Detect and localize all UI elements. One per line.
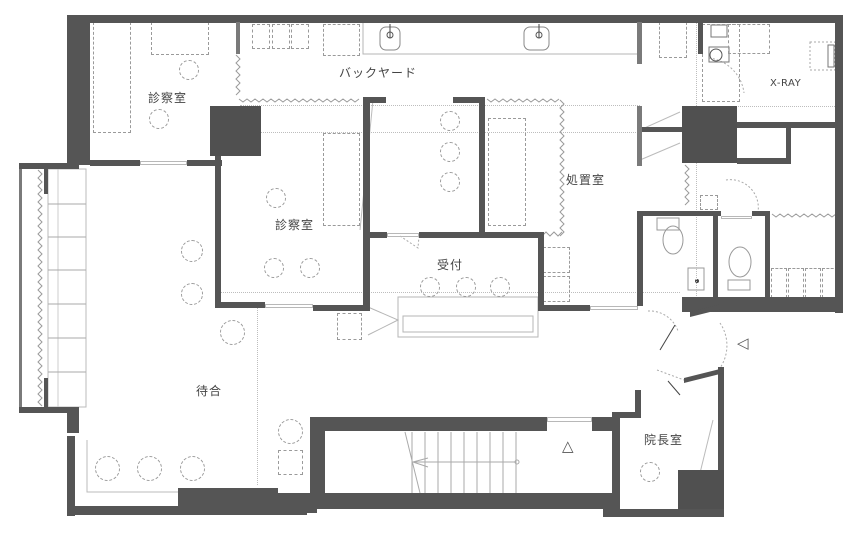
room-label-backyard: バックヤード bbox=[339, 66, 418, 80]
stool bbox=[179, 60, 199, 80]
stair-wall bbox=[310, 417, 547, 431]
room-label-exam2: 診察室 bbox=[275, 218, 315, 232]
door-frame bbox=[140, 161, 187, 165]
exam-bed bbox=[323, 133, 360, 226]
room-label-xray: X-RAY bbox=[770, 78, 802, 89]
door-frame bbox=[387, 233, 419, 237]
door-frame bbox=[721, 216, 752, 219]
room-label-reception: 受付 bbox=[437, 258, 464, 272]
room-label-exam1: 診察室 bbox=[148, 91, 188, 105]
treatment-bed bbox=[488, 118, 526, 226]
column bbox=[682, 106, 737, 163]
outer-wall bbox=[835, 15, 843, 313]
door-frame bbox=[547, 417, 592, 422]
column bbox=[210, 106, 261, 156]
stool bbox=[149, 109, 169, 129]
outer-wall bbox=[67, 15, 840, 23]
outer-wall bbox=[67, 15, 90, 165]
room-label-treatment: 処置室 bbox=[566, 173, 606, 187]
exam-bed bbox=[93, 22, 131, 133]
stair-entrance-marker: △ bbox=[562, 437, 575, 455]
room-label-director: 院長室 bbox=[644, 433, 684, 447]
door-frame bbox=[265, 304, 313, 308]
room-label-waiting: 待合 bbox=[196, 384, 223, 398]
door-frame bbox=[590, 306, 638, 310]
desk bbox=[151, 22, 209, 55]
main-entrance-marker: ◁ bbox=[737, 334, 750, 352]
